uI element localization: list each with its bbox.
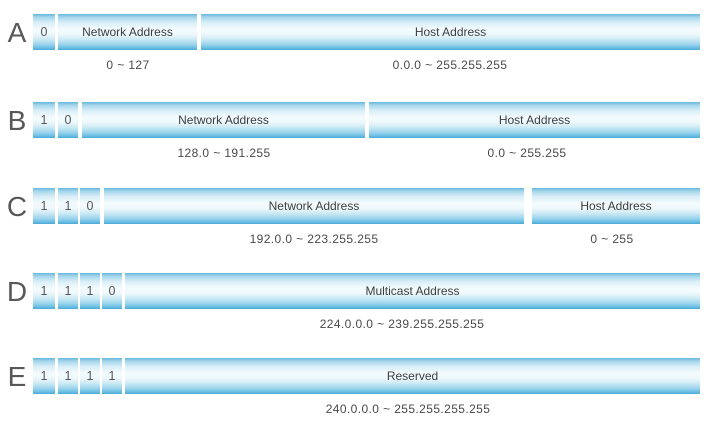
- class-b-letter: B: [7, 105, 27, 136]
- class-c-network-box: Network Address: [104, 188, 524, 224]
- class-b-host-box: Host Address: [369, 102, 700, 138]
- class-d-letter: D: [6, 276, 28, 307]
- class-a-host-box: Host Address: [201, 14, 700, 50]
- class-b-host-range: 0.0 ~ 255.255: [487, 146, 567, 160]
- class-e-row: E 1 1 1 1 Reserved 240.0.0.0 ~ 255.255.2…: [0, 358, 718, 423]
- class-a-network-range: 0 ~ 127: [106, 58, 150, 72]
- class-a-host-range: 0.0.0 ~ 255.255.255: [392, 58, 508, 72]
- class-d-bit-1: 1: [58, 273, 78, 309]
- class-c-row: C 1 1 0 Network Address Host Address 192…: [0, 188, 718, 268]
- class-e-bit-3: 1: [102, 358, 122, 394]
- class-d-bit-3: 0: [102, 273, 122, 309]
- class-b-row: B 1 0 Network Address Host Address 128.0…: [0, 102, 718, 182]
- class-d-multicast-range: 224.0.0.0 ~ 239.255.255.255: [319, 317, 485, 331]
- class-d-bit-0: 1: [33, 273, 55, 309]
- class-d-bit-2: 1: [80, 273, 100, 309]
- class-a-letter: A: [7, 17, 27, 48]
- class-e-bit-2: 1: [80, 358, 100, 394]
- class-b-network-range: 128.0 ~ 191.255: [177, 146, 271, 160]
- class-c-host-range: 0 ~ 255: [590, 232, 634, 246]
- class-d-row: D 1 1 1 0 Multicast Address 224.0.0.0 ~ …: [0, 273, 718, 353]
- class-d-multicast-box: Multicast Address: [125, 273, 700, 309]
- class-b-bit-1: 0: [58, 102, 78, 138]
- class-e-letter: E: [7, 361, 27, 392]
- class-a-network-box: Network Address: [58, 14, 197, 50]
- class-c-letter: C: [6, 191, 28, 222]
- class-c-host-box: Host Address: [532, 188, 700, 224]
- class-e-bit-0: 1: [33, 358, 55, 394]
- class-e-reserved-box: Reserved: [125, 358, 700, 394]
- class-c-bit-1: 1: [58, 188, 78, 224]
- class-c-bit-2: 0: [80, 188, 100, 224]
- class-b-bit-0: 1: [33, 102, 55, 138]
- class-a-row: A 0 Network Address Host Address 0 ~ 127…: [0, 14, 718, 94]
- class-a-bit-0: 0: [33, 14, 55, 50]
- class-b-network-box: Network Address: [82, 102, 365, 138]
- class-e-bit-1: 1: [58, 358, 78, 394]
- class-c-bit-0: 1: [33, 188, 55, 224]
- class-e-reserved-range: 240.0.0.0 ~ 255.255.255.255: [325, 402, 491, 416]
- class-c-network-range: 192.0.0 ~ 223.255.255: [249, 232, 379, 246]
